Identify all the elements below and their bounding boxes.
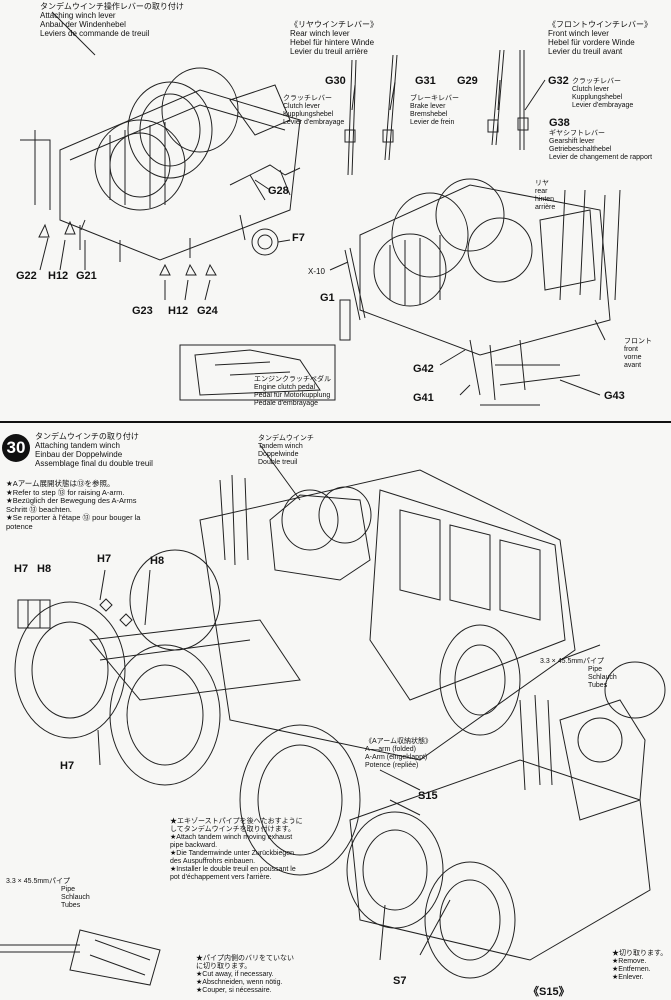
part-G22: G22 [16, 270, 37, 282]
clutch-lever-left-label: クラッチレバー Clutch lever Kupplungshebel Levi… [283, 95, 345, 126]
lever-parts [344, 49, 529, 176]
vehicle-main [14, 469, 576, 876]
a-arm-folded-label: 《Aアーム収納状態》 A —arm (folded) A-Arm (eingek… [365, 738, 433, 769]
part-H8-top: H8 [150, 555, 165, 567]
part-G41: G41 [413, 392, 434, 404]
winch-assembly-top-left [20, 67, 301, 276]
gearshift-lever-label: ギヤシフトレバー Gearshift lever Getriebeschalth… [549, 130, 653, 161]
part-S7: S7 [393, 975, 407, 987]
front-lever-label: 《フロントウインチレバー》 Front winch lever Hebel fü… [548, 20, 652, 56]
part-F7: F7 [292, 232, 305, 244]
section-divider [0, 421, 671, 423]
a-arm-reference-note: ★Aアーム展開状態は⑬を参照。 ★Refer to step ⑬ for rai… [6, 479, 141, 531]
part-G23: G23 [132, 305, 153, 317]
part-H7-inset: H7 [14, 563, 29, 575]
part-G28: G28 [268, 185, 289, 197]
part-S15: S15 [418, 790, 438, 802]
winch-assembly-top-right [339, 178, 621, 406]
pipe-top-label: 3.3 × 45.5mmパイプ Pipe Schlauch Tubes [540, 658, 617, 689]
rear-direction-label: リヤ rear hinten arrière [535, 180, 556, 211]
part-H12-left: H12 [48, 270, 69, 282]
part-H7-bottom: H7 [60, 760, 75, 772]
part-H8-inset: H8 [37, 563, 52, 575]
part-G42: G42 [413, 363, 434, 375]
part-G24: G24 [197, 305, 218, 317]
exhaust-pipe-note: ★エキゾーストパイプを後へたおすように してタンデムウインチを取り付けます。 ★… [170, 818, 303, 881]
brake-lever-label: ブレーキレバー Brake lever Bremshebel Levier de… [410, 95, 459, 126]
winch-lever-en: Attaching winch lever [40, 11, 116, 20]
winch-lever-de: Anbau der Windenhebel [40, 20, 126, 29]
pipe-cut-detail [0, 929, 161, 986]
vehicle-folded-arm [346, 644, 666, 979]
part-G30: G30 [325, 75, 346, 87]
engine-clutch-inset [179, 344, 336, 401]
part-X10: X-10 [308, 267, 325, 276]
winch-lever-jp: タンデムウインチ操作レバーの取り付け [40, 2, 184, 11]
remove-note: ★切り取ります。 ★Remove. ★Entfernen. ★Enlever. [612, 950, 668, 981]
part-G32: G32 [548, 75, 569, 87]
burr-cut-note: ★パイプ内側のバリをていない に切り取ります。 ★Cut away, if ne… [196, 955, 294, 994]
step-number: 30 [2, 434, 30, 462]
rear-lever-label: 《リヤウインチレバー》 Rear winch lever Hebel für h… [290, 20, 378, 56]
clutch-lever-right-label: クラッチレバー Clutch lever Kupplungshebel Levi… [572, 78, 634, 109]
winch-lever-fr: Leviers de commande de treuil [40, 29, 150, 38]
part-G1: G1 [320, 292, 335, 304]
part-G38: G38 [549, 117, 570, 129]
part-G21: G21 [76, 270, 97, 282]
part-G43: G43 [604, 390, 625, 402]
part-G31: G31 [415, 75, 436, 87]
tandem-winch-label: タンデムウインチ Tandem winch Doppelwinde Double… [258, 435, 314, 466]
winch-lever-header: タンデムウインチ操作レバーの取り付け Attaching winch lever… [40, 2, 184, 38]
step-title: タンデムウインチの取り付け Attaching tandem winch Ein… [35, 432, 153, 468]
pipe-bottom-label: 3.3 × 45.5mmパイプ Pipe Schlauch Tubes [6, 878, 90, 909]
engine-clutch-label: エンジンクラッチペダル Engine clutch pedal Pedal fü… [254, 376, 331, 407]
part-H12-right: H12 [168, 305, 189, 317]
front-direction-label: フロント front vorne avant [624, 338, 652, 369]
part-H7-top: H7 [97, 553, 112, 565]
part-S15-inset: 《S15》 [528, 986, 570, 998]
part-G29: G29 [457, 75, 478, 87]
